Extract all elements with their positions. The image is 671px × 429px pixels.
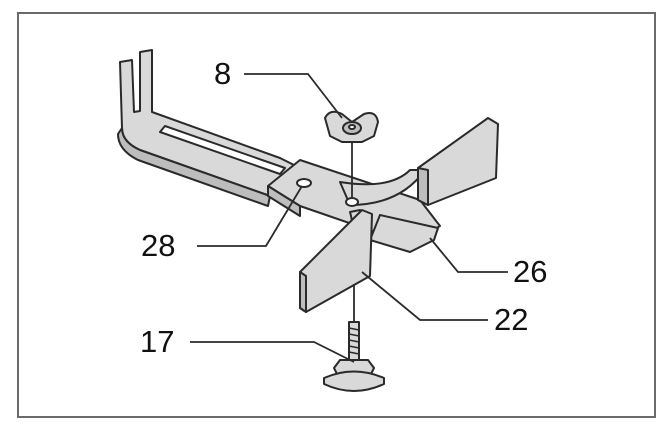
hole-center — [345, 197, 359, 207]
screw-thread-lines — [348, 327, 360, 355]
callout-8: 8 — [214, 56, 232, 91]
callout-17: 17 — [140, 324, 175, 359]
leader-8 — [244, 73, 343, 119]
bracket-slot — [159, 125, 286, 175]
callout-22: 22 — [494, 302, 529, 337]
wing-nut-hole — [348, 124, 356, 130]
hole-28 — [296, 178, 312, 188]
left-pad — [299, 209, 373, 313]
leader-26 — [429, 237, 508, 273]
leader-17 — [190, 341, 355, 363]
left-pad-edge — [299, 271, 307, 313]
leader-28 — [197, 185, 303, 247]
callout-28: 28 — [141, 228, 176, 263]
center-block-side — [267, 185, 301, 217]
callout-26: 26 — [513, 254, 548, 289]
right-pad — [417, 117, 499, 206]
bracket-arm-edge — [117, 127, 271, 207]
leader-22 — [361, 271, 488, 321]
right-pad-edge — [417, 167, 429, 206]
screw-base — [323, 370, 385, 392]
